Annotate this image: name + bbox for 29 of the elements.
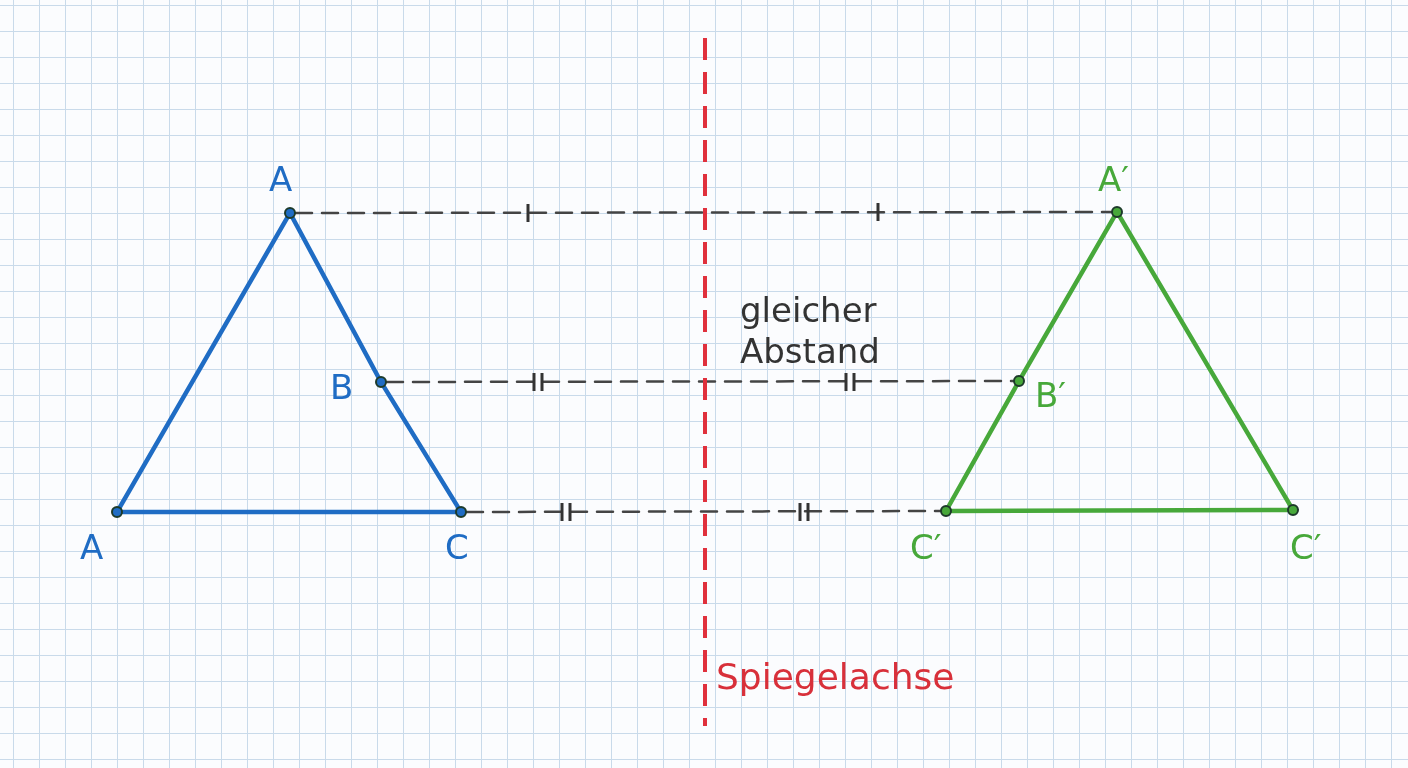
vertex-point bbox=[940, 505, 952, 517]
point-label: A bbox=[80, 530, 104, 564]
triangle-side bbox=[946, 384, 1019, 508]
point-label: C bbox=[445, 530, 469, 564]
point-label: C′ bbox=[1290, 530, 1322, 564]
triangle-side bbox=[120, 509, 458, 515]
vertex-point bbox=[1111, 206, 1123, 218]
triangle-side bbox=[1117, 214, 1293, 508]
point-label: B bbox=[330, 370, 354, 404]
connecting-line bbox=[385, 379, 1015, 384]
vertex-point bbox=[1013, 375, 1025, 387]
vertex-point bbox=[111, 506, 123, 518]
vertex-point bbox=[375, 376, 387, 388]
triangle-side bbox=[381, 384, 461, 510]
triangle-side bbox=[290, 216, 381, 379]
point-label: B′ bbox=[1035, 378, 1067, 412]
triangle-side bbox=[117, 215, 290, 510]
vertex-point bbox=[1287, 504, 1299, 516]
point-label: A bbox=[269, 162, 293, 196]
point-label: A′ bbox=[1098, 162, 1129, 196]
triangle-side bbox=[1019, 214, 1117, 379]
connecting-line bbox=[465, 509, 942, 514]
triangle-side bbox=[949, 507, 1290, 514]
vertex-point bbox=[284, 207, 296, 219]
vertex-point bbox=[455, 506, 467, 518]
axis-label: Spiegelachse bbox=[716, 655, 955, 699]
point-label: C′ bbox=[910, 530, 942, 564]
connecting-line bbox=[294, 210, 1113, 215]
annotation-text: gleicher Abstand bbox=[740, 290, 881, 372]
